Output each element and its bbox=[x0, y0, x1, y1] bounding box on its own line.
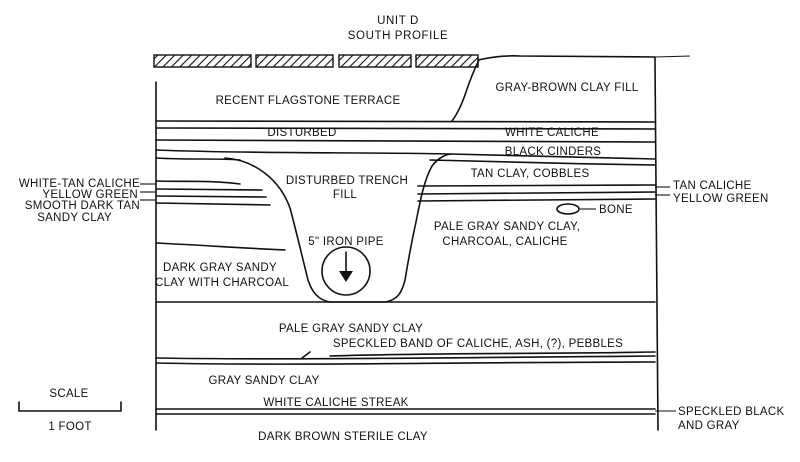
label-yellow-green-right: YELLOW GREEN bbox=[673, 193, 769, 205]
label-gray-brown-clay-fill: GRAY-BROWN CLAY FILL bbox=[496, 82, 639, 94]
title-profile: SOUTH PROFILE bbox=[348, 30, 448, 42]
disturbed-trench-outline bbox=[224, 153, 453, 303]
label-tan-clay: TAN CLAY, COBBLES bbox=[471, 168, 590, 180]
label-disturbed: DISTURBED bbox=[267, 127, 336, 139]
label-white-caliche: WHITE CALICHE bbox=[505, 127, 599, 139]
label-and-gray: AND GRAY bbox=[678, 420, 740, 432]
label-smooth-dark-tan-2: SANDY CLAY bbox=[37, 212, 112, 224]
bone-icon bbox=[556, 203, 580, 215]
right-leader-lines bbox=[655, 186, 676, 412]
label-tan-caliche-right: TAN CALICHE bbox=[673, 180, 752, 192]
label-black-cinders: BLACK CINDERS bbox=[505, 146, 602, 158]
label-gray-sandy-clay: GRAY SANDY CLAY bbox=[208, 375, 319, 387]
label-pale-gray-1: PALE GRAY SANDY CLAY, bbox=[434, 221, 580, 233]
label-trench-fill-2: FILL bbox=[333, 189, 358, 201]
label-speckled-black: SPECKLED BLACK bbox=[678, 406, 784, 418]
label-pale-gray-sandy-clay: PALE GRAY SANDY CLAY bbox=[279, 323, 423, 335]
label-iron-pipe: 5" IRON PIPE bbox=[308, 236, 383, 248]
label-yellow-green-left: YELLOW GREEN bbox=[42, 189, 138, 201]
label-bone: BONE bbox=[599, 204, 633, 216]
profile-walls bbox=[155, 55, 691, 431]
iron-pipe bbox=[321, 246, 371, 296]
gray-brown-fill-boundary bbox=[451, 59, 480, 122]
label-flagstone-terrace: RECENT FLAGSTONE TERRACE bbox=[216, 95, 401, 107]
label-white-tan-caliche: WHITE-TAN CALICHE bbox=[19, 178, 140, 190]
label-trench-fill-1: DISTURBED TRENCH bbox=[286, 175, 408, 187]
scale-bar: SCALE 1 FOOT bbox=[18, 388, 122, 433]
scale-value: 1 FOOT bbox=[48, 421, 91, 433]
label-speckled-band: SPECKLED BAND OF CALICHE, ASH, (?), PEBB… bbox=[333, 338, 623, 350]
left-leader-lines bbox=[140, 183, 156, 201]
scale-label: SCALE bbox=[49, 388, 88, 400]
label-dark-brown-sterile-clay: DARK BROWN STERILE CLAY bbox=[258, 431, 428, 443]
flagstones bbox=[153, 54, 479, 68]
stratum-boundaries bbox=[155, 120, 656, 415]
label-smooth-dark-tan-1: SMOOTH DARK TAN bbox=[25, 200, 140, 212]
label-pale-gray-2: CHARCOAL, CALICHE bbox=[442, 236, 567, 248]
title-unit: UNIT D bbox=[377, 15, 419, 27]
label-dark-gray-2: CLAY WITH CHARCOAL bbox=[155, 277, 289, 289]
label-white-caliche-streak: WHITE CALICHE STREAK bbox=[263, 397, 408, 409]
label-dark-gray-1: DARK GRAY SANDY bbox=[163, 262, 277, 274]
